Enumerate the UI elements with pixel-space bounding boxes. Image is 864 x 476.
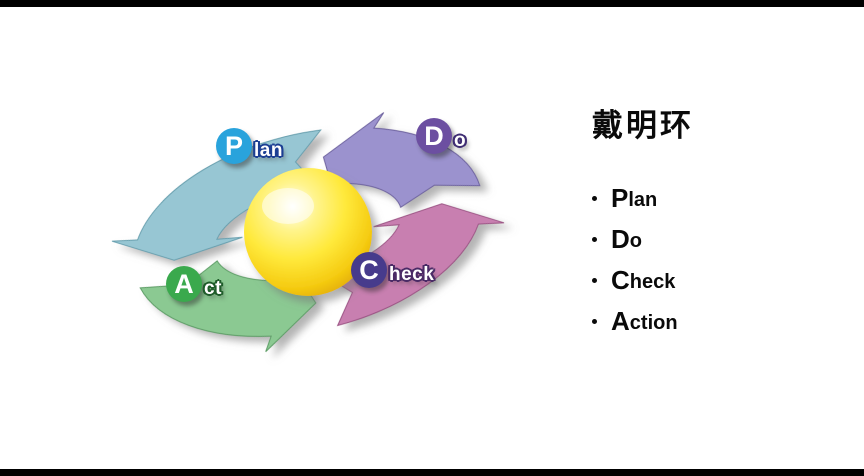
ball-highlight: [262, 188, 314, 224]
bullet-dot: [592, 277, 597, 283]
do-letter-circle: D: [416, 118, 452, 154]
letterbox-bottom-bar: [0, 469, 864, 476]
bullet-rest: o: [629, 230, 642, 252]
bullet-item-check: C heck: [592, 267, 842, 293]
bullet-dot: [592, 236, 597, 242]
bullet-item-plan: P lan: [592, 185, 842, 211]
act-label-rest: ct: [204, 278, 222, 299]
do-arrow-shape: [322, 112, 481, 209]
plan-label: P lan: [216, 128, 283, 164]
bullet-dot: [592, 195, 597, 201]
act-label: A ct: [166, 266, 222, 302]
legend-panel: 戴明环 P lan D o C heck A ction: [592, 100, 842, 349]
bullet-list: P lan D o C heck A ction: [592, 185, 842, 334]
pdca-cycle-diagram: P lan D o C heck A ct: [111, 112, 505, 353]
check-label: C heck: [351, 252, 434, 288]
check-letter-circle: C: [351, 252, 387, 288]
pdca-cycle-svg: [111, 112, 505, 353]
page-title: 戴明环: [592, 108, 694, 143]
bullet-lead: D: [611, 224, 630, 254]
bullet-rest: heck: [629, 271, 676, 293]
do-label: D o: [416, 118, 466, 154]
check-label-rest: heck: [389, 264, 435, 285]
bullet-lead: A: [611, 306, 630, 336]
bullet-dot: [592, 318, 597, 324]
bullet-lead: P: [611, 183, 629, 213]
bullet-rest: lan: [628, 189, 658, 211]
act-letter-circle: A: [166, 266, 202, 302]
bullet-rest: ction: [629, 312, 678, 334]
letterbox-top-bar: [0, 0, 864, 7]
bullet-item-action: A ction: [592, 308, 842, 334]
bullet-lead: C: [611, 265, 630, 295]
do-label-rest: o: [454, 130, 467, 151]
plan-letter-circle: P: [216, 128, 252, 164]
bullet-item-do: D o: [592, 226, 842, 252]
plan-label-rest: lan: [254, 140, 283, 161]
